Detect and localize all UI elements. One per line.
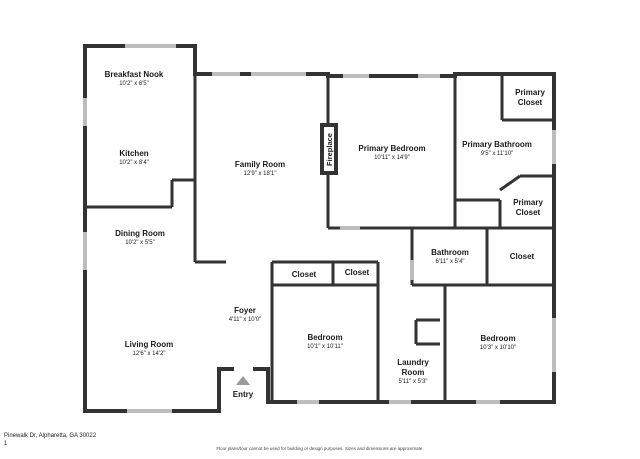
entry-arrow-icon xyxy=(236,376,250,385)
room-foyer: Foyer 4'11" x 10'0" xyxy=(228,306,262,323)
room-closet-right: Closet xyxy=(509,252,535,261)
room-bedroom-right: Bedroom 10'3" x 10'10" xyxy=(479,334,517,351)
room-living: Living Room 12'6" x 14'2" xyxy=(124,340,174,357)
room-primary-bathroom: Primary Bathroom 9'5" x 11'10" xyxy=(462,140,532,157)
room-kitchen: Kitchen 10'2" x 8'4" xyxy=(119,149,149,166)
room-primary-bedroom: Primary Bedroom 10'11" x 14'9" xyxy=(358,144,426,161)
room-closet-b: Closet xyxy=(344,268,370,277)
windows xyxy=(83,44,556,413)
room-bedroom-center: Bedroom 10'1" x 10'11" xyxy=(307,333,343,350)
room-closet-a: Closet xyxy=(291,270,317,279)
footer-address: Pinewalk Dr, Alpharetta, GA 30022 1 xyxy=(4,433,97,447)
fireplace xyxy=(320,123,338,175)
room-laundry: Laundry Room 5'11" x 5'3" xyxy=(397,358,429,385)
fireplace-label: Fireplace xyxy=(324,132,334,166)
room-bathroom: Bathroom 6'11" x 5'4" xyxy=(431,248,469,265)
room-family: Family Room 12'9" x 18'1" xyxy=(234,160,286,177)
room-primary-closet-bottom: Primary Closet xyxy=(513,198,543,217)
room-dining: Dining Room 10'2" x 5'5" xyxy=(115,229,165,246)
room-primary-closet-top: Primary Closet xyxy=(515,88,545,107)
entry-label: Entry xyxy=(232,390,254,399)
footer-disclaimer: Floor plans/tour cannot be used for buil… xyxy=(216,446,424,451)
room-breakfast-nook: Breakfast Nook 10'2" x 6'5" xyxy=(104,70,164,87)
